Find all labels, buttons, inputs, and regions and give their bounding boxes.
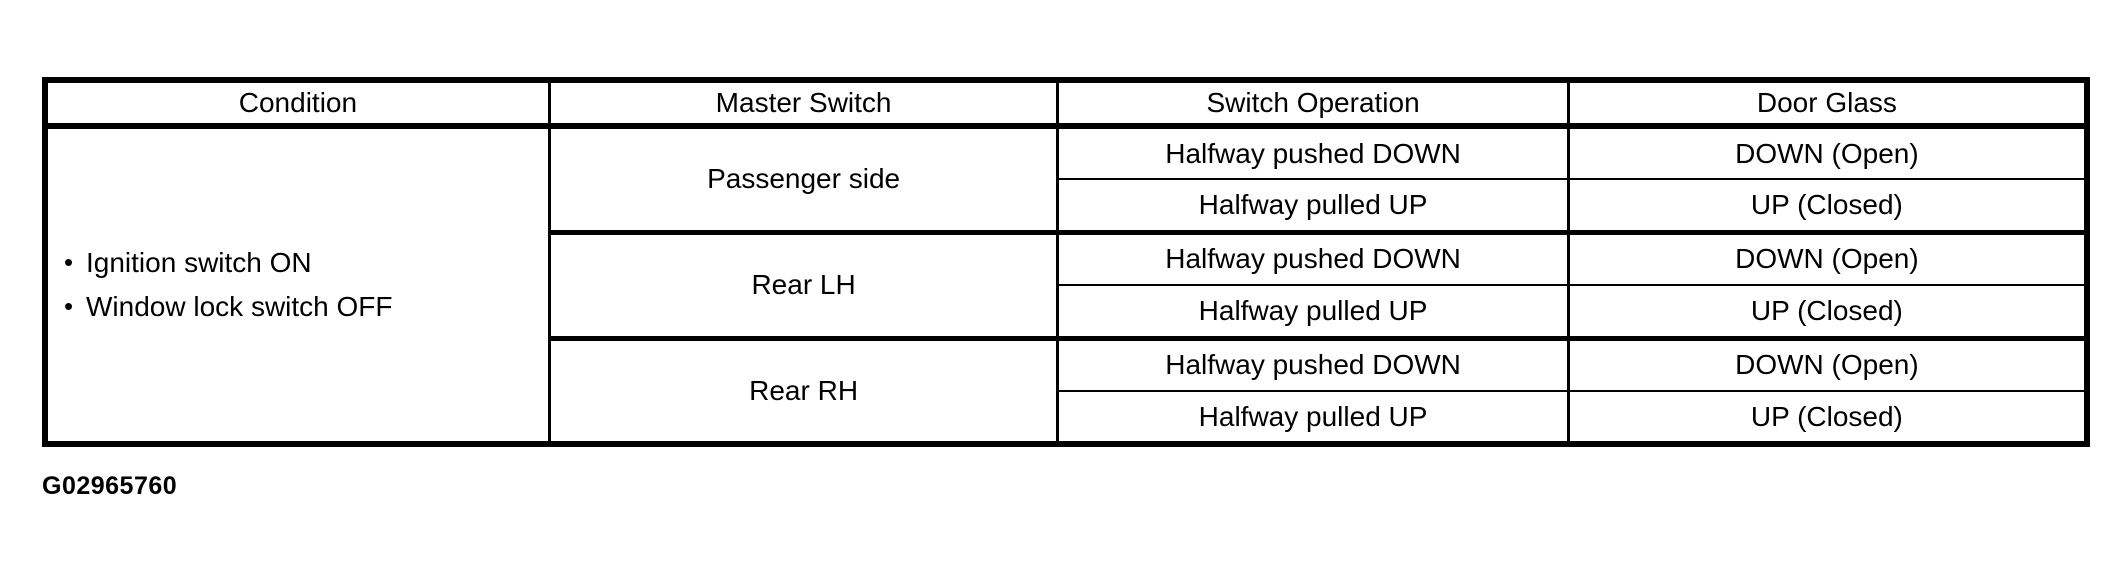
table-row: Halfway pulled UP UP (Closed)	[45, 284, 2087, 338]
header-door-glass: Door Glass	[1566, 78, 2087, 126]
condition-text: Ignition switch ON	[86, 247, 312, 279]
master-switch-cell: Passenger side	[547, 123, 1058, 232]
table-row: • Ignition switch ON • Window lock switch …	[43, 123, 2087, 444]
door-glass-cell: UP (Closed)	[1566, 284, 2087, 338]
table-header-row: Condition Master Switch Switch Operation…	[43, 78, 2087, 126]
switch-operation-cell: Halfway pulled UP	[1056, 284, 1569, 338]
table-row: Rear RH Halfway pushed DOWN DOWN (Open)	[45, 335, 2087, 444]
switch-operation-cell: Halfway pushed DOWN	[1056, 335, 1569, 391]
header-switch-operation: Switch Operation	[1056, 78, 1569, 126]
door-glass-cell: UP (Closed)	[1566, 390, 2087, 444]
switch-operation-cell: Halfway pulled UP	[1056, 390, 1569, 444]
door-glass-cell: DOWN (Open)	[1566, 229, 2087, 285]
bullet-icon: •	[64, 247, 74, 278]
power-window-operation-table: Condition Master Switch Switch Operation…	[42, 77, 2090, 447]
door-glass-cell: DOWN (Open)	[1566, 335, 2087, 391]
table-row: Halfway pulled UP UP (Closed)	[45, 178, 2087, 232]
condition-item: • Window lock switch OFF	[64, 285, 548, 329]
switch-operation-cell: Halfway pushed DOWN	[1056, 123, 1569, 179]
door-glass-cell: DOWN (Open)	[1566, 123, 2087, 179]
table-row: Halfway pulled UP UP (Closed)	[45, 390, 2087, 444]
header-master-switch: Master Switch	[547, 78, 1058, 126]
figure-number-label: G02965760	[42, 472, 178, 500]
master-switch-cell: Rear RH	[547, 335, 1058, 444]
header-condition: Condition	[43, 78, 550, 126]
condition-item: • Ignition switch ON	[64, 241, 548, 285]
switch-operation-cell: Halfway pulled UP	[1056, 178, 1569, 232]
master-switch-cell: Rear LH	[547, 229, 1058, 338]
condition-cell: • Ignition switch ON • Window lock switch …	[43, 123, 550, 444]
bullet-icon: •	[64, 291, 74, 322]
switch-operation-cell: Halfway pushed DOWN	[1056, 229, 1569, 285]
condition-text: Window lock switch OFF	[86, 291, 393, 323]
table-row: Rear LH Halfway pushed DOWN DOWN (Open)	[45, 229, 2087, 338]
door-glass-cell: UP (Closed)	[1566, 178, 2087, 232]
